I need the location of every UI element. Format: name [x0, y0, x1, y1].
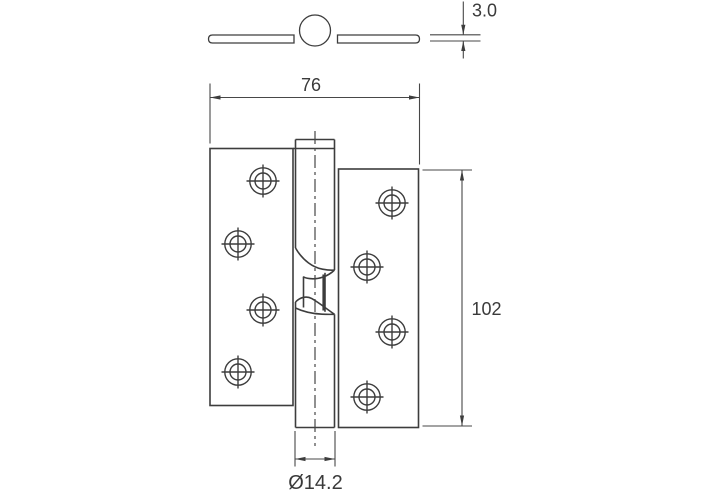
screw-hole: [245, 292, 281, 328]
screw-holes-right-leaf: [349, 185, 410, 415]
knuckle-lower-helix-cut: [294, 296, 335, 315]
dim-knuckle-diameter-label: Ø14.2: [288, 472, 342, 494]
arrow-left-icon: [210, 95, 221, 100]
knuckle: [293, 138, 336, 429]
top-view-right-leaf: [336, 34, 421, 44]
screw-hole: [374, 314, 410, 350]
screw-holes-left-leaf: [220, 163, 281, 390]
screw-hole: [349, 249, 385, 285]
top-view-knuckle-circle: [298, 14, 332, 47]
screw-hole: [374, 185, 410, 221]
screw-hole: [245, 163, 281, 199]
arrow-right-icon: [409, 95, 420, 100]
screw-hole: [349, 379, 385, 415]
knuckle-lower-helix-underside: [295, 307, 335, 316]
arrow-right-icon: [324, 456, 335, 462]
dim-leaf-thickness: 3.0: [430, 1, 497, 59]
top-view: [207, 14, 421, 47]
screw-hole: [220, 354, 256, 390]
screw-hole: [220, 226, 256, 262]
left-leaf: [209, 147, 294, 407]
front-view: [209, 131, 420, 446]
top-view-left-leaf: [207, 34, 295, 44]
arrow-up-icon: [459, 170, 465, 181]
arrow-down-icon: [459, 415, 465, 426]
dim-width-label: 76: [301, 75, 321, 95]
dim-knuckle-diameter: Ø14.2: [288, 431, 343, 494]
dim-height: 102: [422, 169, 502, 427]
arrow-up-icon: [461, 41, 466, 51]
knuckle-upper-helix-underside: [302, 269, 336, 280]
dim-height-label: 102: [471, 299, 501, 319]
right-leaf: [337, 168, 420, 429]
dim-leaf-thickness-label: 3.0: [472, 1, 497, 21]
dim-width: 76: [209, 75, 421, 165]
arrow-left-icon: [295, 456, 306, 462]
arrow-down-icon: [461, 24, 466, 35]
knuckle-upper-helix-cut: [294, 247, 335, 271]
